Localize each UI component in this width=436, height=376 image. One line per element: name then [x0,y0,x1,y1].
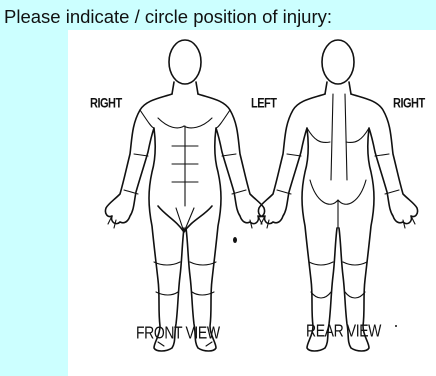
injury-prompt: Please indicate / circle position of inj… [4,6,332,28]
body-diagram-panel[interactable]: RIGHT LEFT RIGHT [68,30,436,376]
rear-view-caption: REAR VIEW [306,320,381,340]
front-view-caption: FRONT VIEW [136,322,220,342]
